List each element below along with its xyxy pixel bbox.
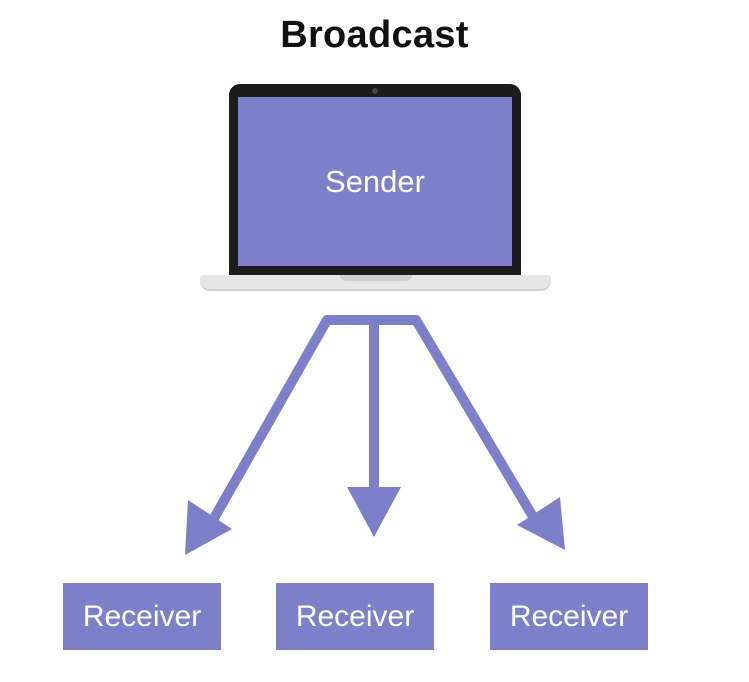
arrow-left-head [185, 500, 232, 555]
receiver-label: Receiver [82, 599, 202, 633]
receiver-box-2: Receiver [276, 583, 434, 650]
receiver-box-1: Receiver [63, 583, 221, 650]
sender-label: Sender [325, 163, 425, 199]
receiver-label: Receiver [295, 599, 415, 633]
camera-icon [372, 88, 378, 94]
receiver-box-3: Receiver [490, 583, 648, 650]
receiver-label: Receiver [509, 599, 629, 633]
arrow-center-head [347, 487, 401, 537]
laptop-base [200, 275, 551, 291]
arrow-right-head [517, 497, 565, 550]
sender-screen: Sender [238, 97, 512, 266]
laptop-notch [340, 275, 412, 281]
diagram-title: Broadcast [280, 14, 469, 56]
sender-laptop: Sender [229, 84, 521, 275]
